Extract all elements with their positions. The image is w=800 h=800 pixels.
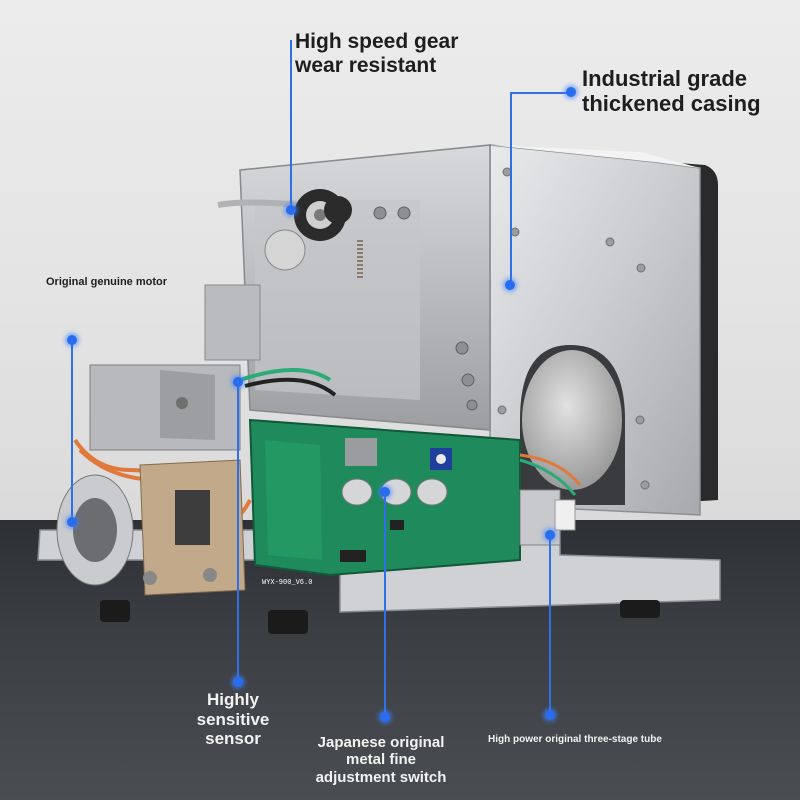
gear-marker — [286, 205, 296, 215]
casing-marker — [566, 87, 576, 97]
switch-label-line-2: metal fine — [345, 751, 417, 769]
switch-label: Japanese original metal fine adjustment … — [296, 734, 466, 786]
board-label: WYX-900_V6.0 — [262, 579, 312, 587]
capacitors — [341, 478, 448, 506]
paper-roller — [522, 350, 622, 490]
tube-label: High power original three-stage tube — [488, 734, 662, 745]
sensor-label: Highly sensitive sensor — [188, 690, 278, 749]
sensor-label-line-2: sensitive — [196, 709, 270, 729]
switch-label-line-1: Japanese original — [317, 734, 445, 751]
sensor-label-line-1: Highly — [207, 690, 259, 709]
gear-label-line-2: wear resistant — [295, 54, 437, 78]
switch-marker — [380, 712, 390, 722]
switch-leader — [384, 492, 386, 717]
sensor-marker — [233, 677, 243, 687]
tube-marker — [545, 710, 555, 720]
casing-leader-h — [510, 92, 572, 94]
gear-label: High speed gear wear resistant — [295, 30, 458, 78]
motor-leader — [71, 340, 73, 520]
tube-leader — [549, 535, 551, 715]
casing-leader-v — [510, 92, 512, 282]
casing-label-line-1: Industrial grade — [582, 66, 748, 91]
motor-label: Original genuine motor — [46, 276, 168, 288]
motor-marker — [67, 517, 77, 527]
gear-label-line-1: High speed gear — [295, 30, 459, 53]
switch-label-line-3: adjustment switch — [315, 768, 447, 786]
casing-label: Industrial grade thickened casing — [582, 66, 761, 117]
casing-marker-2 — [505, 280, 515, 290]
sensor-leader — [237, 382, 239, 682]
gear-leader — [290, 40, 292, 210]
sensor-label-line-3: sensor — [205, 729, 261, 749]
gear — [264, 189, 352, 271]
left-bracket — [204, 284, 261, 361]
casing-label-line-2: thickened casing — [582, 91, 761, 117]
